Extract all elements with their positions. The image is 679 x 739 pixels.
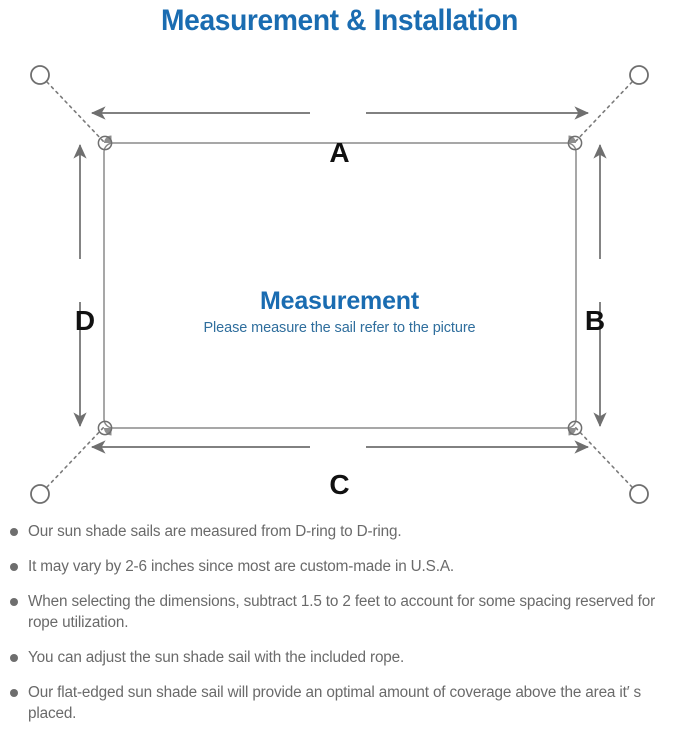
list-item: Our sun shade sails are measured from D-… [0,521,679,542]
anchor-rings [30,65,649,504]
rope-top-left [46,81,105,143]
anchor-ring-bottom-left [30,484,50,504]
anchor-ring-top-left [30,65,50,85]
rope-top-right [574,81,633,143]
note-text: Our sun shade sails are measured from D-… [28,523,402,540]
notes-list: Our sun shade sails are measured from D-… [0,521,679,738]
sail-diagram-svg [30,65,649,504]
d-ring-top-right [567,135,583,151]
rope-lines [46,81,633,488]
anchor-ring-top-right [629,65,649,85]
sail-body [103,142,577,429]
bullet-icon [10,598,18,606]
bullet-icon [10,563,18,571]
d-rings [97,135,583,436]
sail-diagram: A B C D Measurement Please measure the s… [0,44,679,509]
rope-bottom-left [46,426,105,488]
d-ring-bottom-left [97,420,113,436]
list-item: It may vary by 2-6 inches since most are… [0,556,679,577]
d-ring-top-left [97,135,113,151]
page-title: Measurement & Installation [161,4,518,37]
anchor-ring-bottom-right [629,484,649,504]
bullet-icon [10,689,18,697]
list-item: Our flat-edged sun shade sail will provi… [0,682,679,724]
list-item: You can adjust the sun shade sail with t… [0,647,679,668]
note-text: When selecting the dimensions, subtract … [28,593,656,631]
rope-bottom-right [574,426,633,488]
d-ring-bottom-right [567,420,583,436]
bullet-icon [10,528,18,536]
bullet-icon [10,654,18,662]
note-text: Our flat-edged sun shade sail will provi… [28,684,642,722]
note-text: It may vary by 2-6 inches since most are… [28,558,454,575]
note-text: You can adjust the sun shade sail with t… [28,649,405,666]
list-item: When selecting the dimensions, subtract … [0,591,679,633]
